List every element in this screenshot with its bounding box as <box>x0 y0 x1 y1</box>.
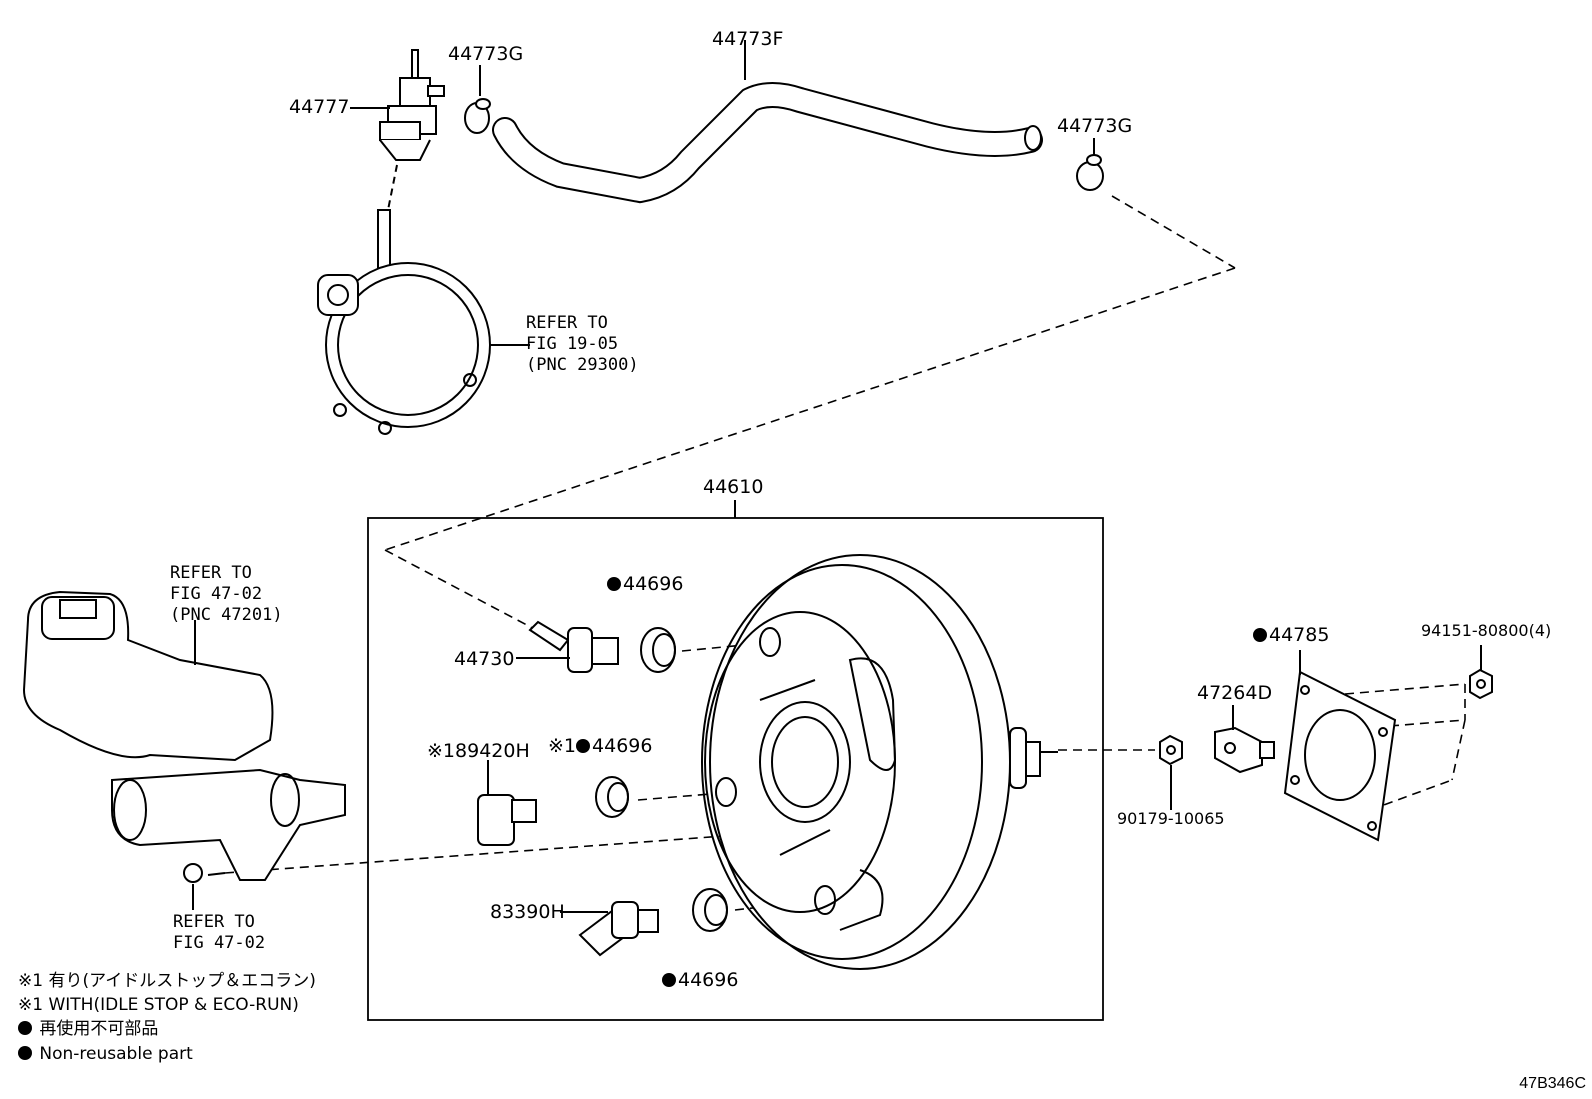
nut-94151-80800 <box>1469 645 1493 700</box>
dashed-leader-lines <box>224 195 1466 911</box>
label-44773F: 44773F <box>712 28 784 50</box>
non-reusable-dot-icon <box>607 577 621 591</box>
clevis-47264D <box>1214 705 1275 774</box>
ref-reservoir: REFER TO FIG 47-02 (PNC 47201) <box>170 563 283 625</box>
grommet-bot <box>692 888 728 932</box>
hose-clamp-right <box>1076 138 1104 191</box>
label-44730: 44730 <box>454 648 515 670</box>
vacuum-union-44730 <box>516 620 619 673</box>
label-44696-top: 44696 <box>607 575 683 594</box>
non-reusable-dot-icon <box>662 973 676 987</box>
vacuum-switch-83390H <box>560 901 659 957</box>
label-44785: 44785 <box>1253 626 1329 645</box>
legend-line-3: 再使用不可部品 <box>18 1021 158 1038</box>
nut-90179-10065 <box>1159 734 1183 810</box>
legend-line-4: Non-reusable part <box>18 1046 193 1063</box>
grommet-top <box>640 627 676 673</box>
label-83390H: 83390H <box>490 901 565 923</box>
non-reusable-dot-icon <box>1253 628 1267 642</box>
non-reusable-dot-icon <box>18 1046 32 1060</box>
brake-booster <box>701 554 1058 970</box>
label-44773G-left: 44773G <box>448 43 524 65</box>
gasket-44785 <box>1283 650 1397 842</box>
legend-line-2: ※1 WITH(IDLE STOP & ECO-RUN) <box>18 995 299 1015</box>
label-44696-bot: 44696 <box>662 971 738 990</box>
hose-clamp-left <box>464 65 491 134</box>
ref-vacuum-pump: REFER TO FIG 19-05 (PNC 29300) <box>526 313 639 375</box>
grommet-mid <box>595 776 629 818</box>
label-90179-10065: 90179-10065 <box>1117 809 1225 828</box>
non-reusable-dot-icon <box>576 739 591 753</box>
check-valve-44777 <box>350 49 445 211</box>
vacuum-hose-44773F <box>492 40 1043 204</box>
legend-line-1: ※1 有り(アイドルストップ＆エコラン) <box>18 971 316 991</box>
brake-booster-assembly-box <box>367 500 1104 1021</box>
vacuum-pump <box>317 209 530 435</box>
ref-master-cylinder: REFER TO FIG 47-02 <box>173 912 266 953</box>
pressure-sensor-89420H <box>477 760 537 846</box>
master-cylinder-reservoir <box>22 590 346 910</box>
figure-code: 47B346C <box>1519 1075 1586 1092</box>
label-44777: 44777 <box>289 96 350 118</box>
label-44773G-right: 44773G <box>1057 115 1133 137</box>
label-89420H: ※189420H <box>427 740 530 762</box>
label-47264D: 47264D <box>1197 682 1273 704</box>
label-94151-80800: 94151-80800(4) <box>1421 621 1552 640</box>
non-reusable-dot-icon <box>18 1021 32 1035</box>
label-44610: 44610 <box>703 476 764 498</box>
